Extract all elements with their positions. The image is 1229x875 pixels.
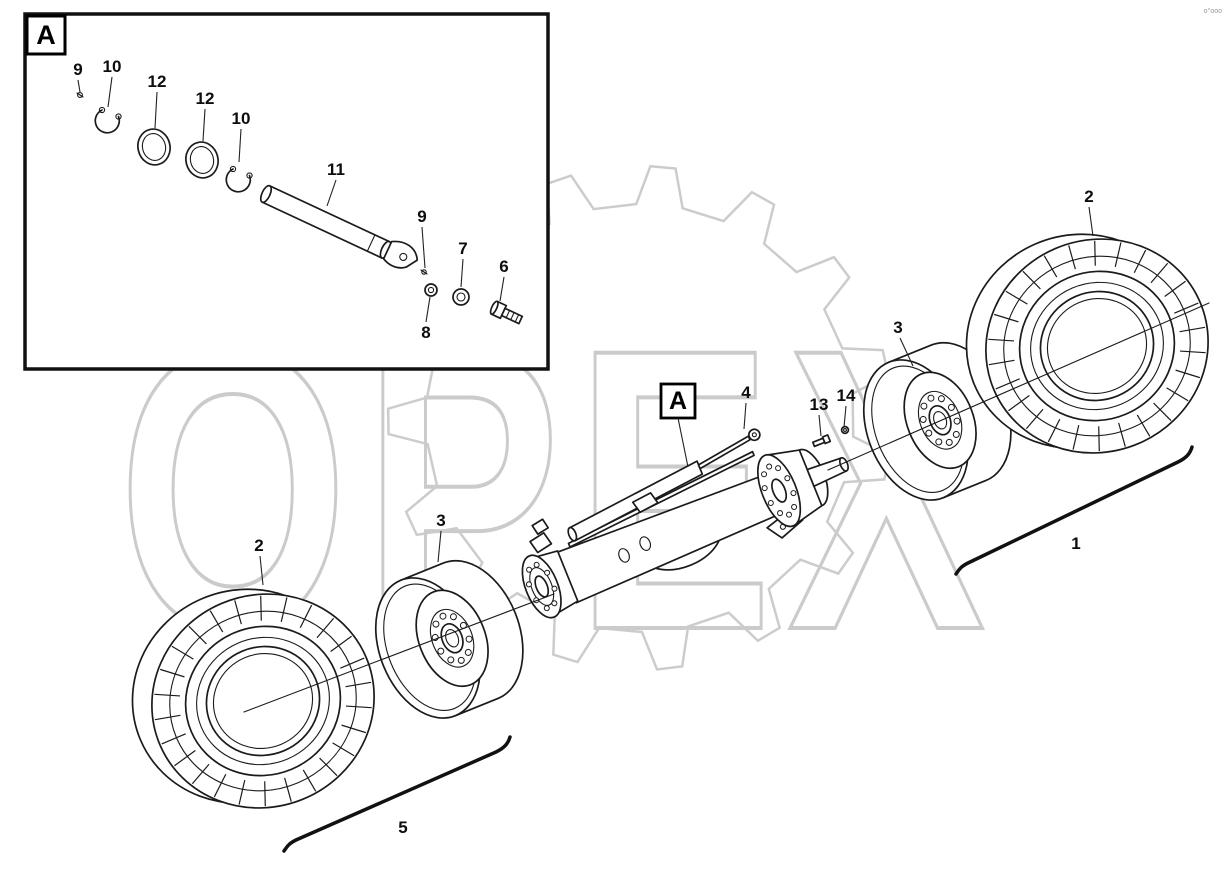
callout-11: 11 [327, 160, 345, 179]
leader-12-1 [154, 91, 158, 129]
gear-watermark-icon [386, 164, 891, 671]
leader-8 [425, 296, 431, 323]
part-12-ring-2 [185, 141, 219, 179]
leader-2-left [259, 555, 264, 586]
callout-tire-right: 2 [1084, 187, 1093, 206]
callout-axle: 4 [741, 383, 751, 402]
part-6-bolt [489, 300, 524, 325]
leader-11 [326, 179, 337, 207]
callout-group-right: 1 [1071, 534, 1080, 553]
leader-7 [460, 258, 464, 288]
detail-inset-label: A [36, 20, 56, 50]
part-13-bolt [811, 434, 832, 448]
callout-rim-right: 3 [893, 318, 902, 337]
leader-9-mid [421, 226, 426, 269]
callout-14: 14 [837, 386, 856, 405]
leader-10-right [238, 128, 242, 163]
callout-9-mid: 9 [417, 207, 426, 226]
axis-line-right [827, 302, 1210, 471]
leader-13 [818, 414, 822, 437]
callout-13: 13 [810, 395, 829, 414]
callout-12-1: 12 [148, 72, 167, 91]
detail-inset: A [23, 12, 550, 371]
callout-7: 7 [458, 239, 467, 258]
part-9-pin-top [76, 92, 84, 98]
tire-tread [988, 240, 1206, 452]
callout-rim-left: 3 [436, 511, 445, 530]
part-14-washer [840, 425, 850, 435]
leader-2-right [1088, 206, 1094, 237]
group-bracket-left [282, 735, 512, 853]
group-bracket-right [954, 445, 1194, 576]
leader-12-2 [202, 108, 206, 142]
callout-9-top: 9 [73, 60, 82, 79]
detail-marker-a: A [659, 382, 697, 468]
part-9-pin-mid [420, 269, 428, 275]
axis-line-left [243, 593, 555, 713]
rim-bolt-circle [919, 394, 961, 446]
callout-12-2: 12 [196, 89, 215, 108]
part-12-ring-1 [137, 128, 171, 166]
detail-inset-border [23, 12, 550, 371]
callout-tire-left: 2 [254, 536, 263, 555]
leader-3-right [899, 337, 914, 367]
tire-tread [154, 595, 372, 807]
callout-10-left: 10 [103, 57, 122, 76]
leader-3-left [437, 530, 442, 563]
callout-6: 6 [499, 257, 508, 276]
hub-bolt-circle [761, 463, 798, 518]
part-7-washer [452, 288, 470, 306]
leader-10-left [107, 76, 113, 108]
tire-front-left [131, 588, 375, 809]
leader-6 [499, 276, 505, 302]
part-11-shaft [259, 184, 419, 269]
tire-rear-right [965, 233, 1209, 454]
detail-marker-a-label: A [669, 387, 687, 415]
callout-8: 8 [421, 323, 430, 342]
callout-10-right: 10 [232, 109, 251, 128]
callout-group-left: 5 [398, 818, 407, 837]
leader-14 [843, 405, 847, 428]
leader-4 [743, 402, 747, 430]
rim-front-left [374, 559, 524, 719]
part-10-circlip-left [94, 106, 122, 134]
corner-mark: o°ooo [1204, 7, 1222, 15]
main-view: A 2 3 4 13 14 2 3 1 5 [131, 187, 1210, 853]
part-10-circlip-right [225, 165, 253, 193]
rim-bolt-circle [431, 612, 473, 664]
part-8-washer [424, 283, 438, 297]
leader-9-top [77, 79, 81, 93]
